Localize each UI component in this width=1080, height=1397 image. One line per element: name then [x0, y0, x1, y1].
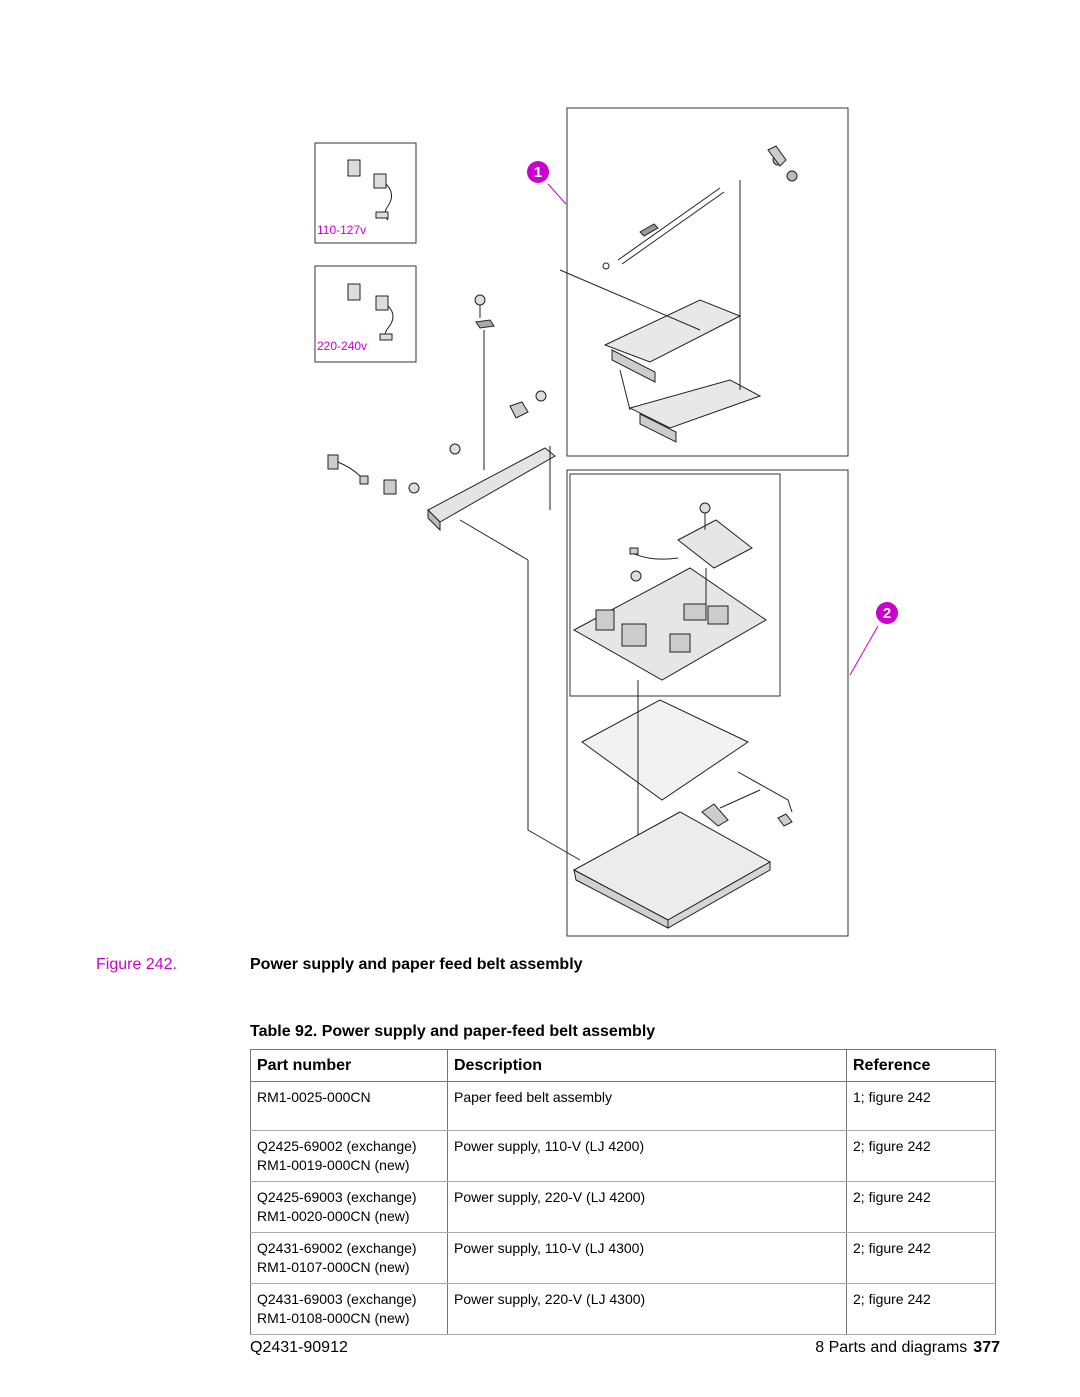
svg-text:2: 2	[883, 605, 891, 622]
part-number: Q2425-69002 (exchange)	[257, 1138, 417, 1154]
part-number-new: RM1-0107-000CN (new)	[257, 1259, 410, 1275]
exploded-parts-diagram: 110-127v 220-240v 1	[314, 107, 898, 937]
part-number: RM1-0025-000CN	[257, 1089, 371, 1105]
power-supply-cover	[327, 294, 581, 861]
description-cell: Paper feed belt assembly	[447, 1081, 847, 1131]
reference-cell: 1; figure 242	[846, 1081, 996, 1131]
section-title: 8 Parts and diagrams	[815, 1339, 968, 1356]
paper-feed-belt-assembly	[559, 145, 798, 443]
parts-table: Part number Description Reference RM1-00…	[250, 1049, 996, 1335]
part-number: Q2425-69003 (exchange)	[257, 1189, 417, 1205]
power-board-box	[569, 473, 781, 697]
line-cord-220v	[347, 283, 394, 341]
voltage-label-220v: 220-240v	[317, 339, 367, 353]
part-number-cell: Q2431-69002 (exchange) RM1-0107-000CN (n…	[250, 1232, 448, 1284]
figure-label: Figure 242.	[96, 956, 177, 973]
table-header-row: Part number Description Reference	[250, 1049, 996, 1082]
part-number-new: RM1-0020-000CN (new)	[257, 1208, 410, 1224]
reference-cell: 2; figure 242	[846, 1232, 996, 1284]
column-header-description: Description	[447, 1049, 847, 1082]
table-row: Q2431-69002 (exchange) RM1-0107-000CN (n…	[250, 1232, 996, 1284]
table-row: Q2425-69003 (exchange) RM1-0020-000CN (n…	[250, 1181, 996, 1233]
bottom-tray	[572, 789, 772, 929]
column-header-part-number: Part number	[250, 1049, 448, 1082]
part-number-cell: RM1-0025-000CN	[250, 1081, 448, 1131]
callout-1: 1	[527, 161, 567, 205]
description-cell: Power supply, 110-V (LJ 4300)	[447, 1232, 847, 1284]
part-number-cell: Q2431-69003 (exchange) RM1-0108-000CN (n…	[250, 1283, 448, 1335]
table-row: RM1-0025-000CN Paper feed belt assembly …	[250, 1081, 996, 1131]
table-row: Q2431-69003 (exchange) RM1-0108-000CN (n…	[250, 1283, 996, 1335]
assembly-1-box	[566, 107, 849, 457]
figure-title: Power supply and paper feed belt assembl…	[250, 956, 583, 973]
part-number-cell: Q2425-69003 (exchange) RM1-0020-000CN (n…	[250, 1181, 448, 1233]
description-cell: Power supply, 220-V (LJ 4200)	[447, 1181, 847, 1233]
inset-box-110v	[314, 142, 417, 244]
voltage-label-110v: 110-127v	[317, 223, 366, 237]
description-cell: Power supply, 220-V (LJ 4300)	[447, 1283, 847, 1335]
line-cord-110v	[347, 159, 392, 221]
description-cell: Power supply, 110-V (LJ 4200)	[447, 1130, 847, 1182]
reference-cell: 2; figure 242	[846, 1130, 996, 1182]
page-footer: 8 Parts and diagrams 377	[815, 1339, 1000, 1357]
table-row: Q2425-69002 (exchange) RM1-0019-000CN (n…	[250, 1130, 996, 1182]
part-number-new: RM1-0019-000CN (new)	[257, 1157, 410, 1173]
svg-text:1: 1	[534, 164, 542, 181]
callout-2: 2	[849, 602, 898, 676]
page-number: 377	[973, 1339, 1000, 1356]
column-header-reference: Reference	[846, 1049, 996, 1082]
part-number-new: RM1-0108-000CN (new)	[257, 1310, 410, 1326]
power-supply-board	[572, 502, 767, 681]
figure-caption: Figure 242. Power supply and paper feed …	[96, 956, 996, 980]
document-number: Q2431-90912	[250, 1339, 348, 1356]
table-title: Table 92. Power supply and paper-feed be…	[250, 1023, 656, 1040]
part-number: Q2431-69002 (exchange)	[257, 1240, 417, 1256]
inset-box-220v	[314, 265, 417, 363]
part-number: Q2431-69003 (exchange)	[257, 1291, 417, 1307]
part-number-cell: Q2425-69002 (exchange) RM1-0019-000CN (n…	[250, 1130, 448, 1182]
reference-cell: 2; figure 242	[846, 1283, 996, 1335]
reference-cell: 2; figure 242	[846, 1181, 996, 1233]
assembly-2-box	[566, 469, 849, 937]
